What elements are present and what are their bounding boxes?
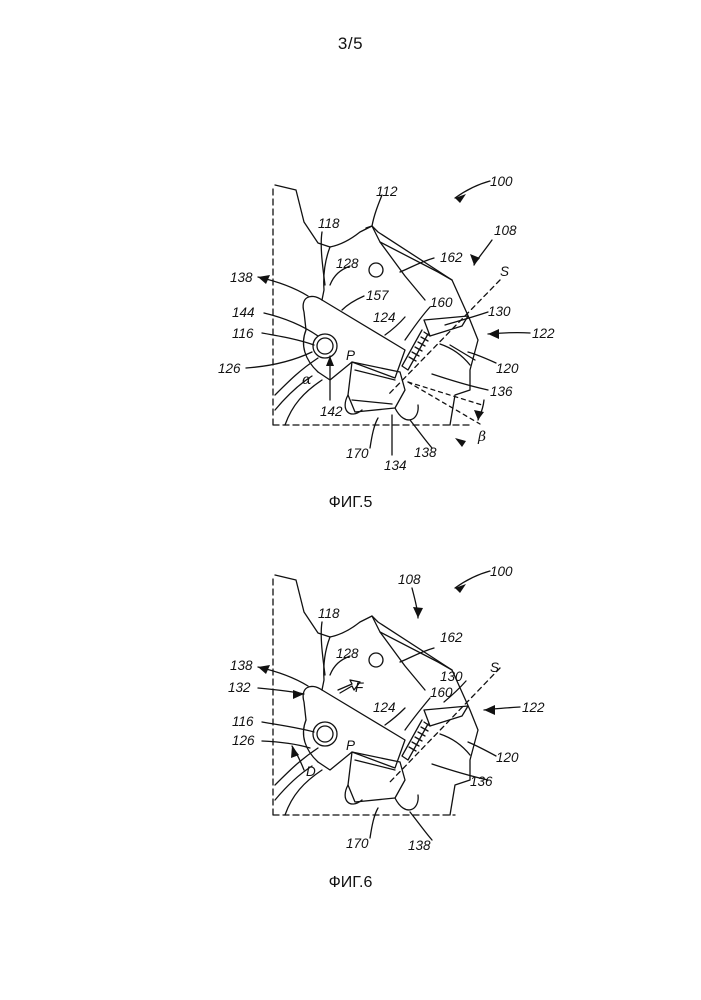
fig6-label-122: 122 [522,700,545,715]
fig6-label-138b: 138 [408,838,431,853]
fig6-label-108: 108 [398,572,421,587]
fig6-label-126: 126 [232,733,255,748]
fig6-label-P: P [346,738,355,753]
fig6-label-116: 116 [232,714,254,729]
fig6-label-170: 170 [346,836,369,851]
fig6-label-124: 124 [373,700,396,715]
fig6-label-128: 128 [336,646,359,661]
fig6-label-S: S [490,660,499,675]
fig6-label-100: 100 [490,564,513,579]
fig6-label-D: D [306,764,316,779]
fig6-label-F: F [355,680,364,695]
fig6-label-136: 136 [470,774,493,789]
fig6-label-130: 130 [440,669,463,684]
fig6-label-118: 118 [318,606,340,621]
fig6-label-120: 120 [496,750,519,765]
fig6-label-162: 162 [440,630,463,645]
fig6-label-138a: 138 [230,658,253,673]
figure-6-caption: ФИГ.6 [0,874,701,892]
fig6-label-132: 132 [228,680,251,695]
fig6-label-160: 160 [430,685,453,700]
